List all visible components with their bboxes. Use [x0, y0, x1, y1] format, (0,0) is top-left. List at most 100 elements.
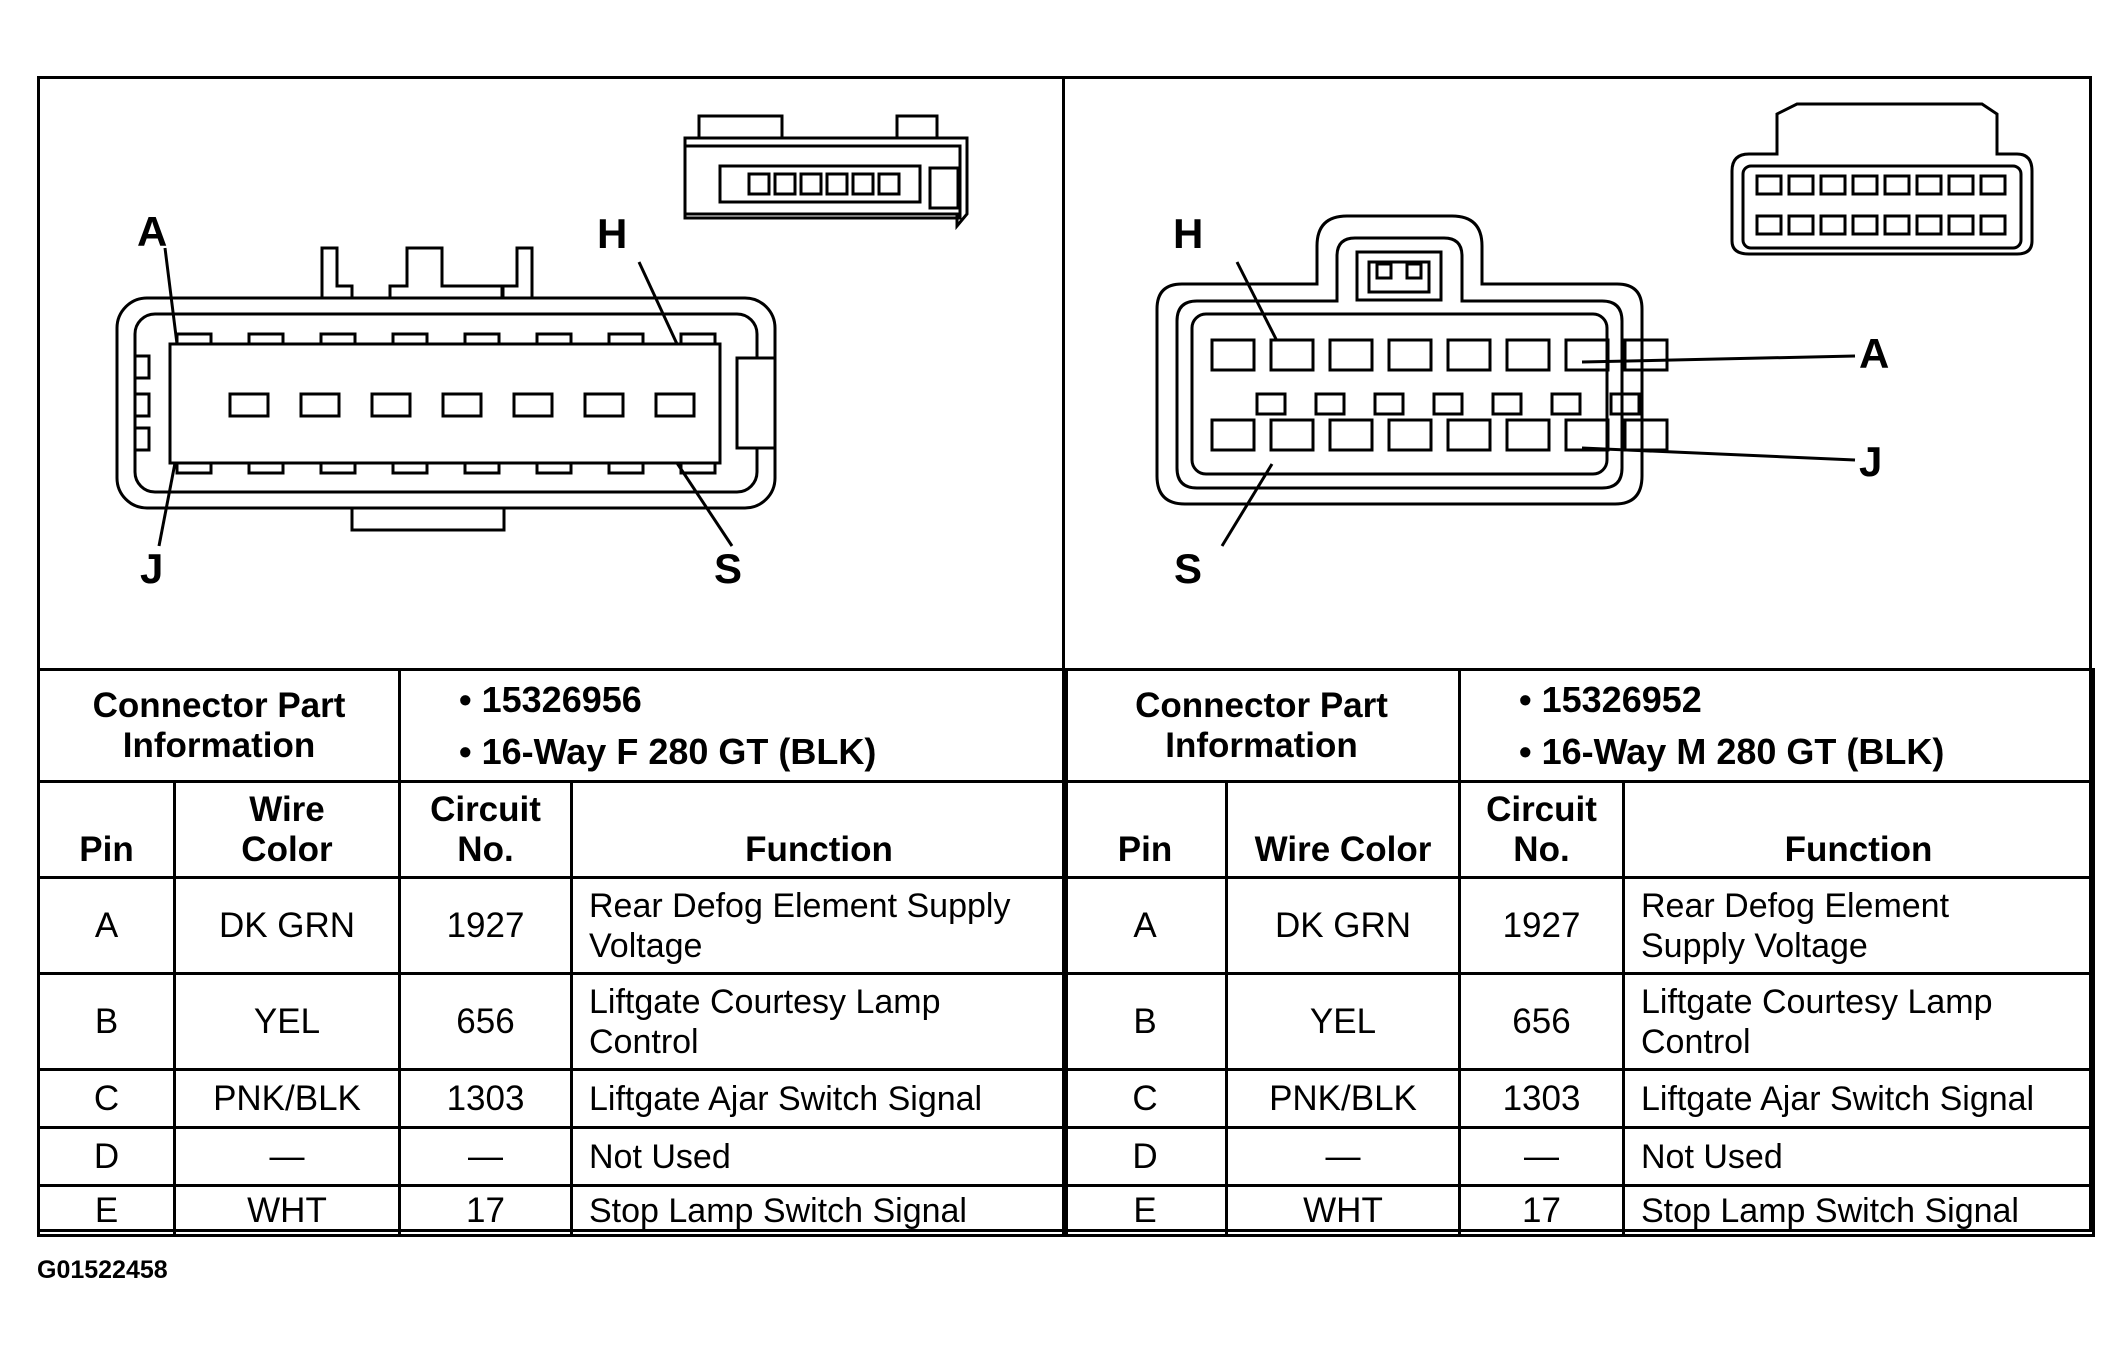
circuit-cell: — [1458, 1126, 1625, 1187]
terminal-tab [679, 461, 717, 475]
terminal-cavity [1505, 338, 1551, 372]
terminal-cavity [1328, 338, 1374, 372]
terminal-tab [607, 332, 645, 346]
circuit-cell: 656 [1458, 972, 1625, 1071]
header-function: Function [570, 780, 1068, 879]
inset-cavity [825, 172, 849, 196]
connector-description: 16-Way M 280 GT (BLK) [1519, 726, 2092, 778]
terminal-cavity [441, 392, 483, 418]
wire-color-cell: — [1225, 1126, 1461, 1187]
left-inset-connector [683, 114, 969, 231]
inset-cavity [773, 172, 797, 196]
part-number: 15326952 [1519, 674, 2092, 726]
terminal-cavity [1446, 338, 1492, 372]
inset-cavity [1787, 214, 1815, 236]
pin-cell: C [37, 1068, 176, 1129]
inset-cavity [1947, 174, 1975, 196]
latch-window [1609, 392, 1641, 416]
wire-color-cell: YEL [173, 972, 401, 1071]
connector-drawings: A H J S H A J S [115, 102, 2034, 592]
right-connector-face [1155, 214, 1669, 506]
latch-window [1255, 392, 1287, 416]
terminal-tab [679, 332, 717, 346]
inset-cavity [1755, 214, 1783, 236]
terminal-cavity [654, 392, 696, 418]
left-connector-face [115, 246, 777, 532]
inset-cavity [1979, 174, 2007, 196]
pin-label-s-right: S [1174, 545, 1202, 592]
center-divider [1062, 76, 1065, 1232]
wire-color-cell: DK GRN [173, 876, 401, 975]
wire-color-cell: PNK/BLK [173, 1068, 401, 1129]
terminal-tab [391, 461, 429, 475]
terminal-cavity [512, 392, 554, 418]
pin-label-j-right: J [1859, 438, 1882, 485]
pin-cell: D [1062, 1126, 1228, 1187]
circuit-cell: — [398, 1126, 573, 1187]
pin-cell: D [37, 1126, 176, 1187]
table-row: D——Not Used [1062, 1126, 2095, 1187]
wire-color-cell: YEL [1225, 972, 1461, 1071]
right-inset-connector [1730, 102, 2034, 256]
pin-label-j-left: J [140, 545, 163, 592]
function-cell: Liftgate Ajar Switch Signal [570, 1068, 1068, 1129]
inset-cavity [1755, 174, 1783, 196]
connector-part-info-values: 15326956 16-Way F 280 GT (BLK) [398, 668, 1068, 783]
terminal-tab [247, 332, 285, 346]
function-cell: Not Used [1622, 1126, 2095, 1187]
part-number: 15326956 [459, 674, 1065, 726]
pin-label-h-right: H [1173, 210, 1203, 257]
inset-cavity [1819, 174, 1847, 196]
header-pin: Pin [1062, 780, 1228, 879]
terminal-cavity [1564, 418, 1610, 452]
inset-cavity [877, 172, 901, 196]
wire-color-cell: — [173, 1126, 401, 1187]
function-cell: Stop Lamp Switch Signal [570, 1184, 1068, 1237]
inset-cavity [1787, 174, 1815, 196]
inset-cavity [1947, 214, 1975, 236]
pin-cell: C [1062, 1068, 1228, 1129]
inset-cavity [1851, 174, 1879, 196]
latch-window [1373, 392, 1405, 416]
pin-cell: B [1062, 972, 1228, 1071]
connector-part-info-values: 15326952 16-Way M 280 GT (BLK) [1458, 668, 2095, 783]
inset-cavity [1915, 214, 1943, 236]
circuit-cell: 17 [398, 1184, 573, 1237]
terminal-cavity [228, 392, 270, 418]
pin-cell: E [1062, 1184, 1228, 1237]
header-wire-color: Wire Color [1225, 780, 1461, 879]
terminal-cavity [1269, 418, 1315, 452]
terminal-tab [175, 332, 213, 346]
inset-cavity [1979, 214, 2007, 236]
terminal-cavity [1505, 418, 1551, 452]
wire-color-cell: DK GRN [1225, 876, 1461, 975]
terminal-cavity [1328, 418, 1374, 452]
circuit-cell: 1927 [398, 876, 573, 975]
circuit-cell: 1303 [1458, 1068, 1625, 1129]
function-cell: Not Used [570, 1126, 1068, 1187]
terminal-tab [535, 461, 573, 475]
circuit-cell: 1303 [398, 1068, 573, 1129]
terminal-tab [175, 461, 213, 475]
header-pin: Pin [37, 780, 176, 879]
circuit-cell: 656 [398, 972, 573, 1071]
wire-color-cell: PNK/BLK [1225, 1068, 1461, 1129]
circuit-cell: 17 [1458, 1184, 1625, 1237]
inset-cavity [1883, 174, 1911, 196]
terminal-cavity [1446, 418, 1492, 452]
pin-cell: A [37, 876, 176, 975]
terminal-cavity [1564, 338, 1610, 372]
latch-window [1432, 392, 1464, 416]
